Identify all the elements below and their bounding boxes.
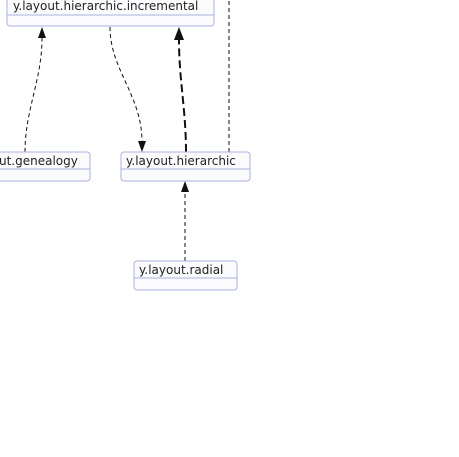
node-incremental[interactable]: y.layout.hierarchic.incremental [6, 0, 215, 27]
arrowhead-hierarchic-to-incremental [174, 27, 184, 40]
node-radial[interactable]: y.layout.radial [133, 260, 238, 291]
node-hierarchic[interactable]: y.layout.hierarchic [120, 151, 251, 182]
node-genealogy-label: ut.genealogy [0, 154, 78, 168]
edge-hierarchic-to-incremental [178, 39, 187, 153]
arrowhead-incremental-to-hierarchic [138, 141, 146, 152]
edge-genealogy-to-incremental [24, 37, 43, 153]
arrowhead-radial-to-hierarchic [181, 181, 189, 192]
node-hierarchic-label: y.layout.hierarchic [126, 154, 236, 168]
edge-incremental-to-hierarchic [109, 26, 143, 143]
node-radial-label: y.layout.radial [139, 263, 223, 277]
node-genealogy[interactable]: ut.genealogy [0, 151, 91, 182]
arrowhead-genealogy-to-incremental [38, 27, 46, 38]
node-incremental-label: y.layout.hierarchic.incremental [13, 0, 198, 13]
